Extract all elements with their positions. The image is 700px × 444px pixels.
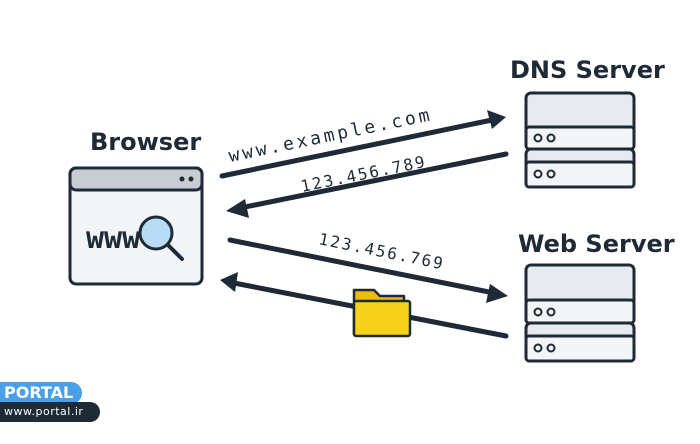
dns-server-icon: [524, 91, 636, 189]
arrow-browser-to-dns: [219, 110, 506, 179]
magnifier-icon: [138, 215, 184, 261]
browser-www-text: www: [86, 221, 141, 256]
dns-server-label: DNS Server: [510, 56, 665, 84]
arrow-browser-to-web: [227, 237, 508, 303]
browser-label: Browser: [90, 128, 202, 156]
brand-url[interactable]: www.portal.ir: [0, 402, 100, 422]
brand-badge: PORTAL: [0, 382, 82, 404]
web-server-icon: [524, 263, 636, 363]
folder-icon: [352, 288, 412, 338]
browser-window-icon: www: [68, 166, 204, 286]
arrow-label-web-request: 123.456.769: [317, 229, 446, 273]
arrow-dns-to-browser: [226, 151, 509, 218]
web-server-label: Web Server: [518, 230, 675, 258]
